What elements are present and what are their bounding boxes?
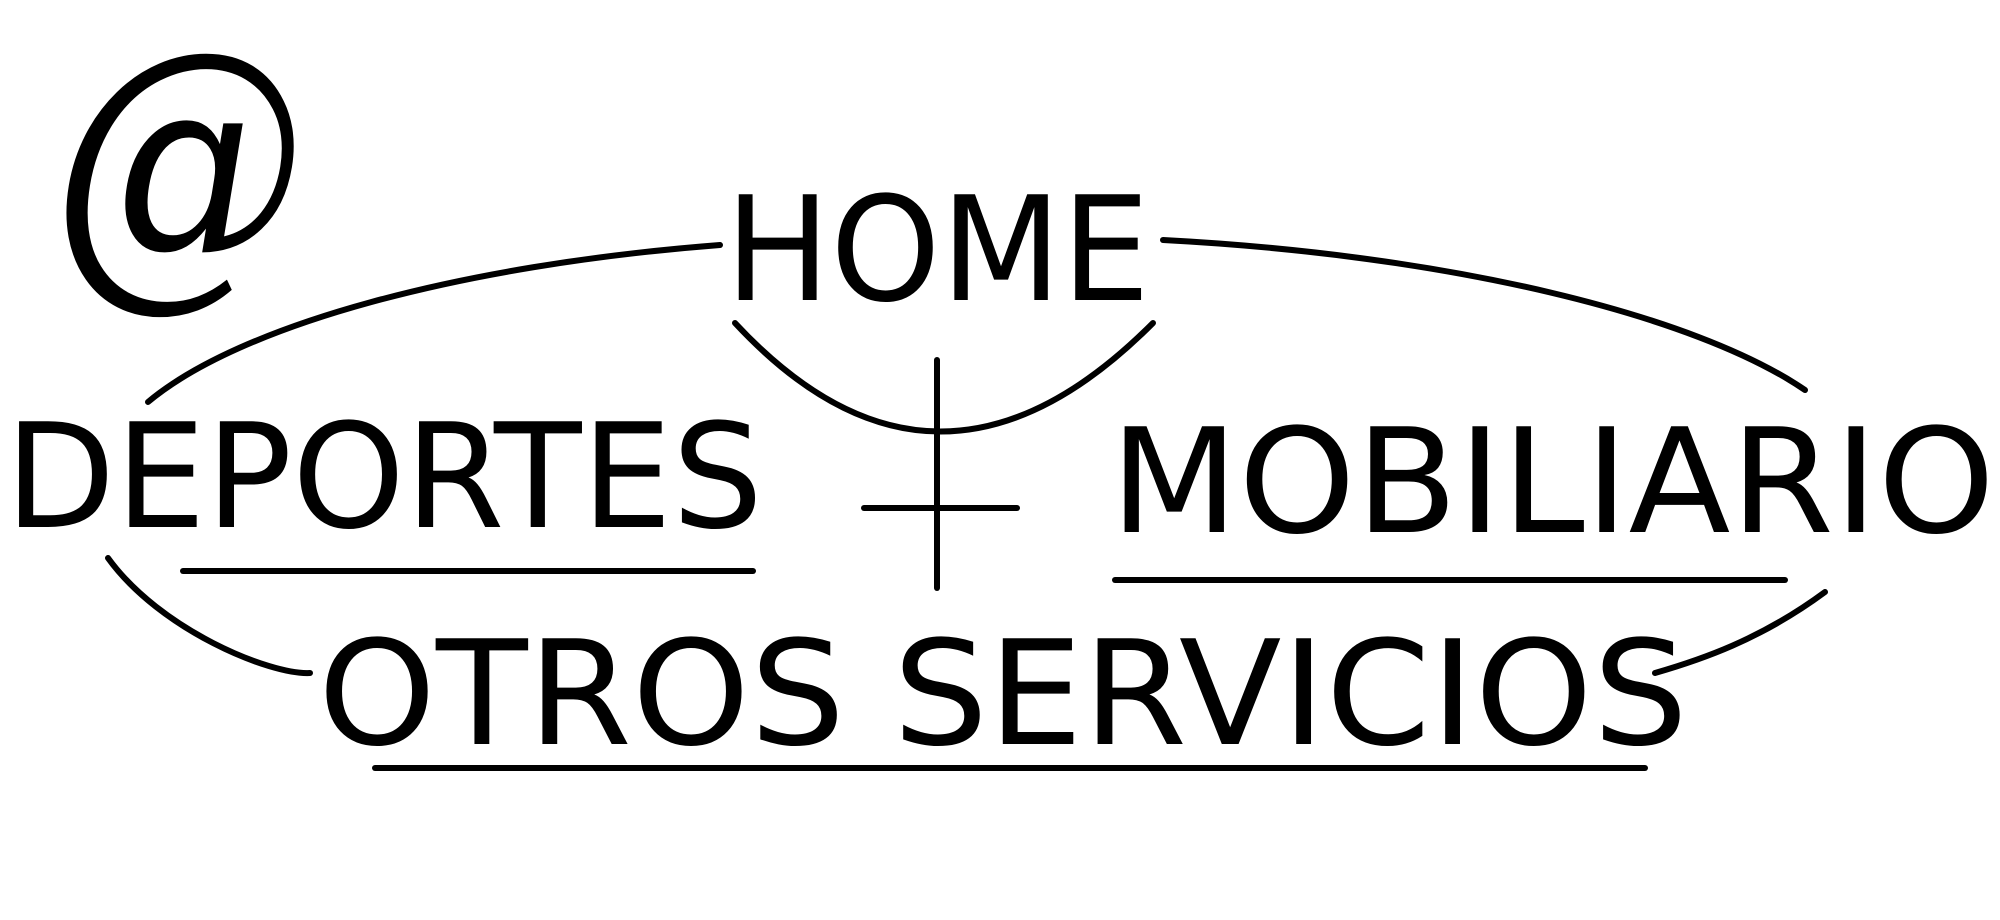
nav-item-home[interactable]: HOME (725, 166, 1150, 335)
arc-home-deportes (145, 242, 723, 405)
decorative-strokes (105, 237, 1828, 771)
arc-home-mobiliario (1160, 237, 1808, 393)
nav-item-otros-servicios[interactable]: OTROS SERVICIOS (318, 610, 1688, 779)
at-sign-icon: @ (52, 0, 307, 336)
nav-item-mobiliario[interactable]: MOBILIARIO (1110, 398, 1995, 567)
nav-label-deportes[interactable]: DEPORTES (5, 393, 763, 562)
arc-deportes-otros (105, 555, 313, 677)
nav-label-otros-servicios[interactable]: OTROS SERVICIOS (318, 610, 1688, 779)
nav-label-mobiliario[interactable]: MOBILIARIO (1110, 398, 1995, 567)
arc-mobiliario-otros (1652, 589, 1828, 676)
smile-curve (732, 320, 1156, 435)
nav-item-deportes[interactable]: DEPORTES (5, 393, 763, 562)
nav-label-home[interactable]: HOME (725, 166, 1150, 335)
